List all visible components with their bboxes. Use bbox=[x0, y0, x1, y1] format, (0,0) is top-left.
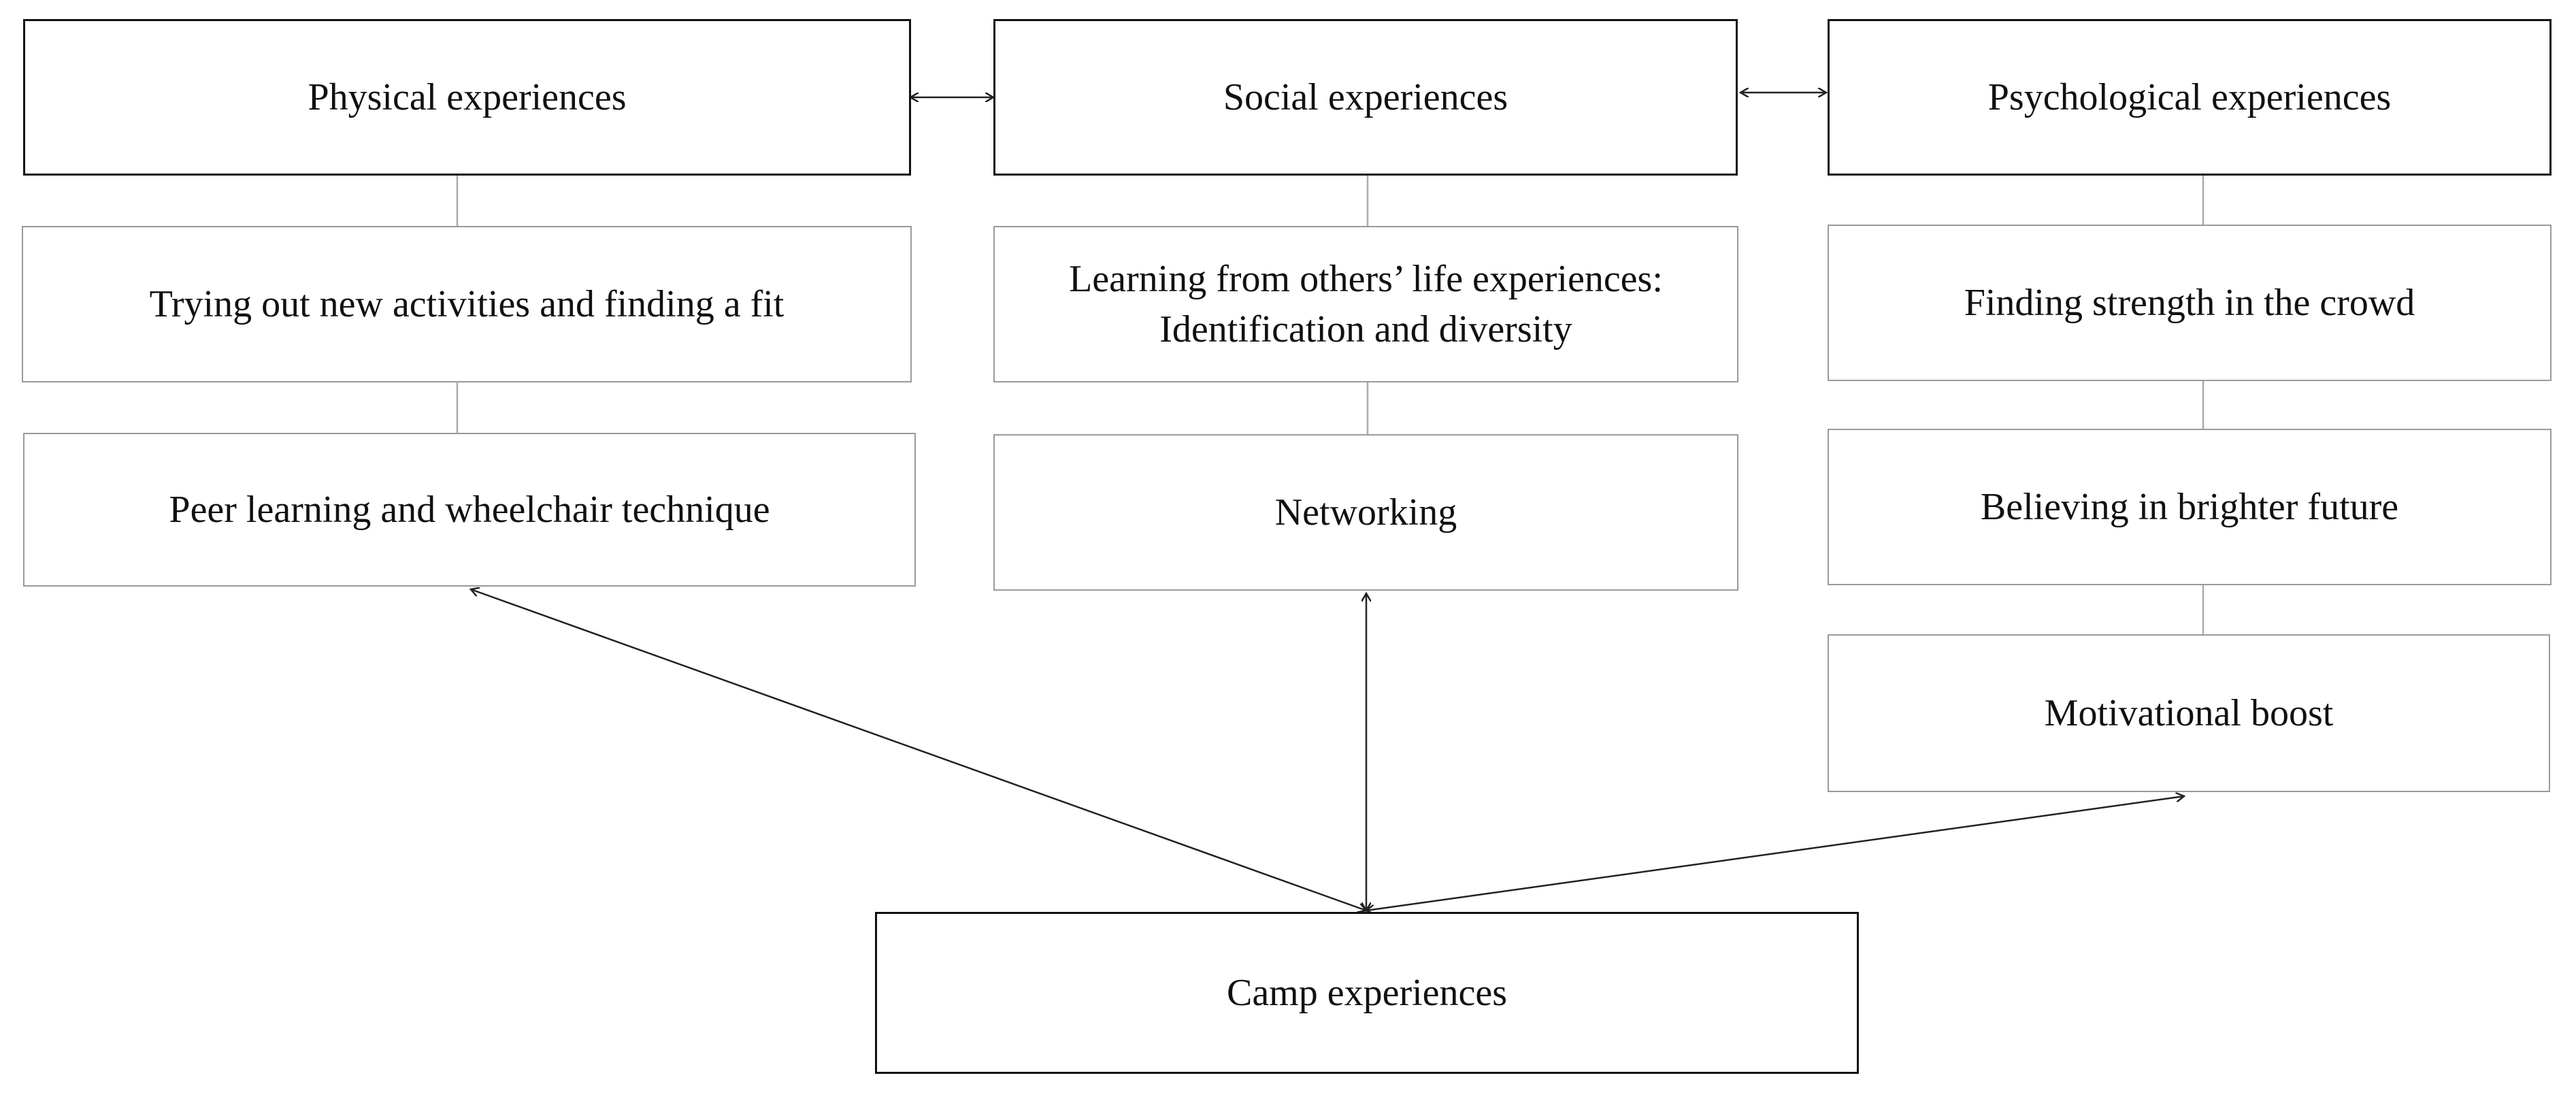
psychological-item-brighter-future: Believing in brighter future bbox=[1828, 429, 2552, 585]
social-item-networking: Networking bbox=[993, 434, 1738, 591]
physical-experiences-box: Physical experiences bbox=[23, 19, 911, 176]
physical-item-label: Peer learning and wheelchair technique bbox=[169, 489, 770, 531]
social-item-label: Learning from others’ life experiences: … bbox=[1069, 258, 1663, 350]
psychological-item-label: Believing in brighter future bbox=[1980, 486, 2399, 528]
psychological-item-motivational-boost: Motivational boost bbox=[1828, 634, 2550, 792]
physical-item-label: Trying out new activities and finding a … bbox=[149, 283, 785, 325]
physical-experiences-title: Physical experiences bbox=[308, 76, 627, 118]
physical-item-peer-learning: Peer learning and wheelchair technique bbox=[23, 433, 916, 587]
arrow-camp-motivational bbox=[1366, 796, 2184, 911]
social-experiences-box: Social experiences bbox=[993, 19, 1738, 176]
psychological-experiences-box: Psychological experiences bbox=[1828, 19, 2552, 176]
camp-experiences-title: Camp experiences bbox=[1226, 972, 1508, 1014]
physical-item-trying-activities: Trying out new activities and finding a … bbox=[22, 226, 912, 382]
arrow-camp-peer-learning bbox=[471, 589, 1366, 911]
psychological-item-label: Finding strength in the crowd bbox=[1964, 282, 2415, 324]
psychological-item-finding-strength: Finding strength in the crowd bbox=[1828, 225, 2552, 381]
social-item-learning-from-others: Learning from others’ life experiences: … bbox=[993, 226, 1738, 382]
social-experiences-title: Social experiences bbox=[1223, 76, 1508, 118]
psychological-experiences-title: Psychological experiences bbox=[1987, 76, 2392, 118]
social-item-label: Networking bbox=[1274, 491, 1457, 534]
camp-experiences-box: Camp experiences bbox=[875, 912, 1859, 1074]
psychological-item-label: Motivational boost bbox=[2044, 692, 2334, 734]
